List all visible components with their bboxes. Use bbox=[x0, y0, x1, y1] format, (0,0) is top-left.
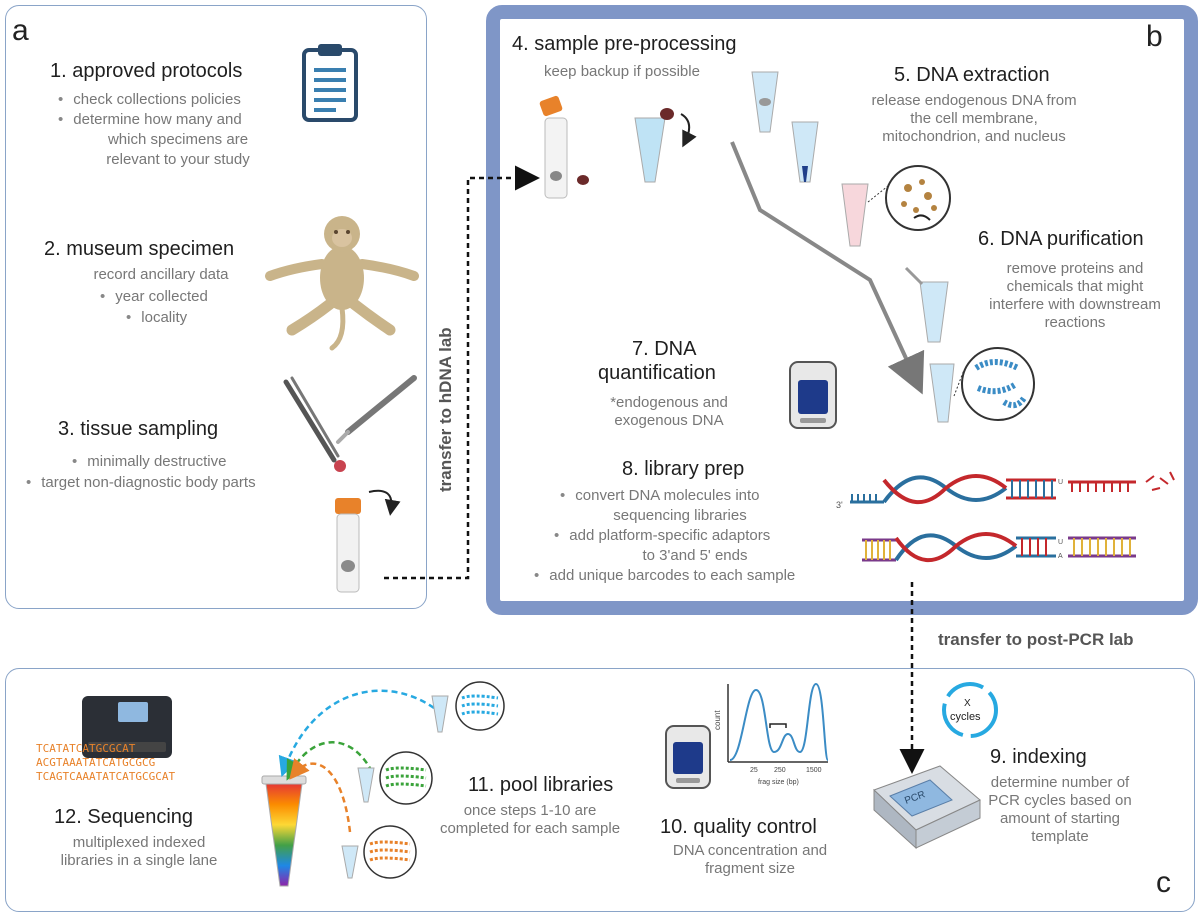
step1-bullet-2: •determine how many and bbox=[58, 111, 242, 128]
transfer-postpcr-arrow bbox=[899, 582, 925, 774]
step12-sub-2: libraries in a single lane bbox=[60, 852, 218, 869]
panel-a-letter: a bbox=[12, 14, 29, 47]
step2-line: record ancillary data bbox=[93, 266, 229, 283]
chart-ylabel: count bbox=[713, 710, 722, 730]
step9-sub-2: PCR cycles based on bbox=[988, 792, 1132, 809]
tweezers-scalpel-icon bbox=[283, 375, 417, 472]
pool-libraries-icon bbox=[261, 681, 505, 887]
step7-sub-2: exogenous DNA bbox=[614, 412, 724, 429]
step6-sub-3: interfere with downstream bbox=[989, 296, 1161, 313]
step2-bullet-2: •locality bbox=[126, 309, 188, 326]
quantification-device-icon bbox=[789, 361, 837, 429]
sample-tube-icon bbox=[335, 489, 401, 593]
step12-title: 12. Sequencing bbox=[54, 806, 194, 828]
step4-title: 4. sample pre-processing bbox=[512, 33, 737, 55]
step9-title: 9. indexing bbox=[990, 746, 1087, 768]
step6-sub-1: remove proteins and bbox=[1006, 260, 1144, 277]
step7-sub: *endogenous and exogenous DNA bbox=[594, 394, 744, 430]
clipboard-icon bbox=[302, 44, 358, 122]
cell-membrane-zoom-icon bbox=[841, 165, 951, 247]
step11-sub-1: once steps 1-10 are bbox=[463, 802, 597, 819]
step8-bullet-2: •add platform-specific adaptors bbox=[554, 527, 771, 544]
qc-device-icon bbox=[665, 725, 711, 789]
step5-sub-2: the cell membrane, bbox=[910, 110, 1038, 127]
step6-sub-2: chemicals that might bbox=[1006, 278, 1144, 295]
three-prime-label: 3' bbox=[836, 500, 843, 510]
step7-title-1: 7. DNA bbox=[632, 338, 697, 360]
dna-library-icon: 3' U U A bbox=[836, 471, 1175, 562]
step4-sub: keep backup if possible bbox=[544, 63, 700, 80]
step8-bullet-1-cont: sequencing libraries bbox=[613, 507, 747, 524]
step6-sub: remove proteins and chemicals that might… bbox=[950, 260, 1200, 332]
step10-sub: DNA concentration and fragment size bbox=[650, 842, 850, 878]
step8-bullet-1: •convert DNA molecules into bbox=[560, 487, 760, 504]
cycles-x-label: X bbox=[964, 698, 971, 709]
step5-sub-1: release endogenous DNA from bbox=[871, 92, 1077, 109]
step12-sub: multiplexed indexed libraries in a singl… bbox=[34, 834, 244, 870]
step6-title: 6. DNA purification bbox=[978, 228, 1144, 250]
extraction-tubes-icon bbox=[751, 71, 819, 183]
step11-sub-2: completed for each sample bbox=[439, 820, 621, 837]
seq-text-2: ACGTAAATATCATGCGCG bbox=[36, 756, 155, 769]
step1-title: 1. approved protocols bbox=[50, 60, 243, 82]
panel-b bbox=[486, 5, 1198, 615]
step10-sub-1: DNA concentration and bbox=[672, 842, 828, 859]
purified-dna-zoom-icon bbox=[929, 347, 1035, 423]
step2-bullet-1: •year collected bbox=[100, 288, 208, 305]
process-arrow-icon bbox=[730, 141, 925, 395]
pcr-machine-icon: X cycles PCR bbox=[873, 682, 998, 850]
u-label-bottom: U bbox=[1058, 539, 1063, 546]
step2-title: 2. museum specimen bbox=[44, 238, 235, 260]
step7-title-2: quantification bbox=[598, 362, 716, 384]
step8-title: 8. library prep bbox=[622, 458, 745, 480]
step11-sub: once steps 1-10 are completed for each s… bbox=[416, 802, 644, 838]
step12-sub-1: multiplexed indexed bbox=[72, 834, 206, 851]
step7-sub-1: *endogenous and bbox=[610, 394, 728, 411]
step5-sub: release endogenous DNA from the cell mem… bbox=[848, 92, 1100, 146]
step8-bullet-3: •add unique barcodes to each sample bbox=[534, 567, 796, 584]
step5-sub-3: mitochondrion, and nucleus bbox=[882, 128, 1066, 145]
step10-title: 10. quality control bbox=[660, 816, 817, 838]
a-label-bottom: A bbox=[1058, 553, 1063, 560]
step1-bullet-2-cont2: relevant to your study bbox=[106, 151, 250, 168]
purification-tube-icon bbox=[904, 266, 949, 343]
chart-tick-250: 250 bbox=[774, 767, 786, 774]
panel-b-letter: b bbox=[1146, 20, 1163, 53]
step6-sub-4: reactions bbox=[1044, 314, 1106, 331]
step3-bullet-2: •target non-diagnostic body parts bbox=[26, 474, 256, 491]
step8-bullets: •convert DNA molecules into sequencing l… bbox=[534, 486, 850, 586]
u-label-top: U bbox=[1058, 479, 1063, 486]
seq-text-3: TCAGTCAAATATCATGCGCAT bbox=[36, 770, 175, 783]
step8-bullet-2-cont: to 3'and 5' ends bbox=[642, 547, 748, 564]
step9-sub-1: determine number of bbox=[990, 774, 1130, 791]
chart-xlabel: frag size (bp) bbox=[758, 779, 799, 786]
preprocessing-tubes-icon bbox=[539, 95, 697, 199]
transfer-postpcr-label: transfer to post-PCR lab bbox=[938, 630, 1134, 649]
panel-c bbox=[5, 668, 1195, 912]
panel-a bbox=[5, 5, 427, 609]
step10-sub-2: fragment size bbox=[704, 860, 796, 877]
chart-tick-25: 25 bbox=[750, 767, 758, 774]
step3-title: 3. tissue sampling bbox=[58, 418, 219, 440]
panel-c-letter: c bbox=[1156, 866, 1171, 899]
step9-sub-4: template bbox=[1031, 828, 1089, 845]
chart-tick-1500: 1500 bbox=[806, 767, 822, 774]
step5-title: 5. DNA extraction bbox=[894, 64, 1050, 86]
sequencer-icon: TCATATCATGCGCAT ACGTAAATATCATGCGCG TCAGT… bbox=[36, 696, 175, 783]
fragment-size-chart: count 25 250 1500 frag size (bp) bbox=[713, 682, 829, 786]
step1-bullet-1: •check collections policies bbox=[58, 91, 241, 108]
step1-bullets: •check collections policies •determine h… bbox=[58, 90, 308, 170]
monkey-specimen-icon bbox=[265, 216, 419, 351]
step9-sub: determine number of PCR cycles based on … bbox=[970, 774, 1150, 846]
step1-bullet-2-cont1: which specimens are bbox=[107, 131, 249, 148]
cycles-label: cycles bbox=[950, 711, 981, 723]
seq-text-1: TCATATCATGCGCAT bbox=[36, 742, 136, 755]
transfer-hdna-arrow bbox=[384, 165, 540, 580]
step3-bullet-1: •minimally destructive bbox=[72, 453, 227, 470]
step9-sub-3: amount of starting bbox=[999, 810, 1121, 827]
step11-title: 11. pool libraries bbox=[468, 774, 614, 796]
